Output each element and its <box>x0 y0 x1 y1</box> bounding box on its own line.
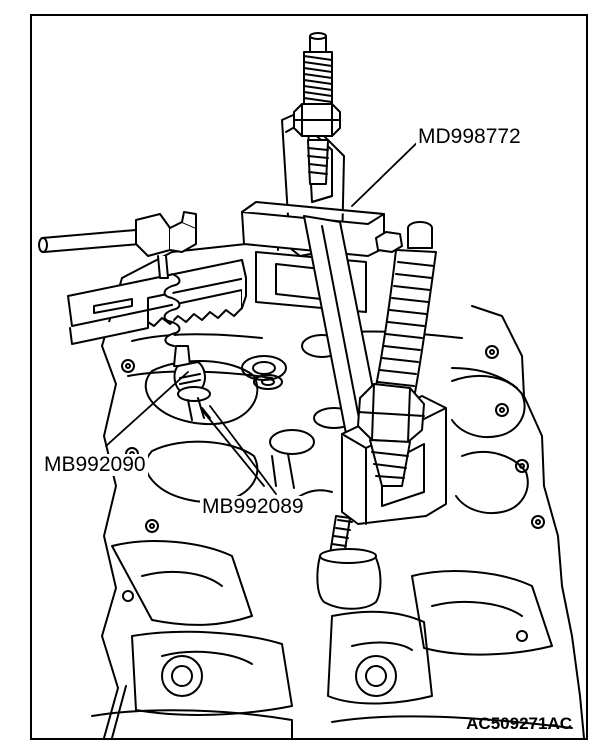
md998772-puller <box>241 32 447 610</box>
callout-mb992089: MB992089 <box>200 495 306 518</box>
leader-lines <box>105 135 425 495</box>
callout-mb992090: MB992090 <box>42 453 148 476</box>
engine-tool-illustration <box>38 32 585 738</box>
diagram-frame: MD998772 MB992090 MB992089 AC509271AC <box>30 14 588 740</box>
valve-spring-compressor <box>38 211 247 421</box>
cylinder-head <box>91 237 585 738</box>
callout-md998772: MD998772 <box>416 125 523 148</box>
figure-id: AC509271AC <box>466 714 572 733</box>
